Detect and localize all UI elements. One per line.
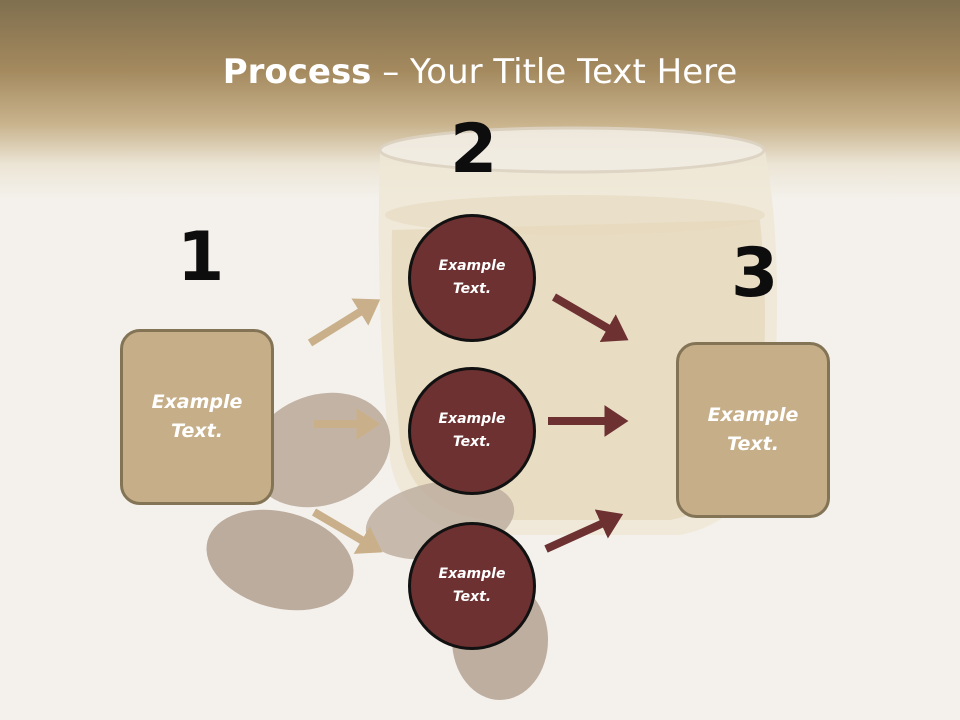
right-box-text: Example Text. — [707, 404, 799, 455]
arrow-top-to-3 — [551, 293, 629, 343]
circle-middle-text: Example Text. — [438, 411, 506, 450]
circle-bottom-text: Example Text. — [438, 566, 506, 605]
title-rest: – Your Title Text Here — [371, 52, 738, 92]
circle-middle: Example Text. — [408, 367, 536, 495]
step-number-2: 2 — [450, 110, 498, 189]
circle-top: Example Text. — [408, 214, 536, 342]
arrow-1-to-top — [307, 298, 381, 347]
arrow-1-to-bottom — [311, 508, 383, 554]
circle-top-text: Example Text. — [438, 258, 506, 297]
slide-title: Process – Your Title Text Here — [0, 52, 960, 92]
left-text-box: Example Text. — [120, 329, 274, 505]
circle-bottom: Example Text. — [408, 522, 536, 650]
title-bold: Process — [222, 52, 372, 92]
right-text-box: Example Text. — [676, 342, 830, 518]
step-number-1: 1 — [177, 218, 225, 297]
step-number-3: 3 — [731, 234, 779, 313]
arrow-bottom-to-3 — [544, 509, 624, 553]
left-box-text: Example Text. — [151, 391, 243, 442]
